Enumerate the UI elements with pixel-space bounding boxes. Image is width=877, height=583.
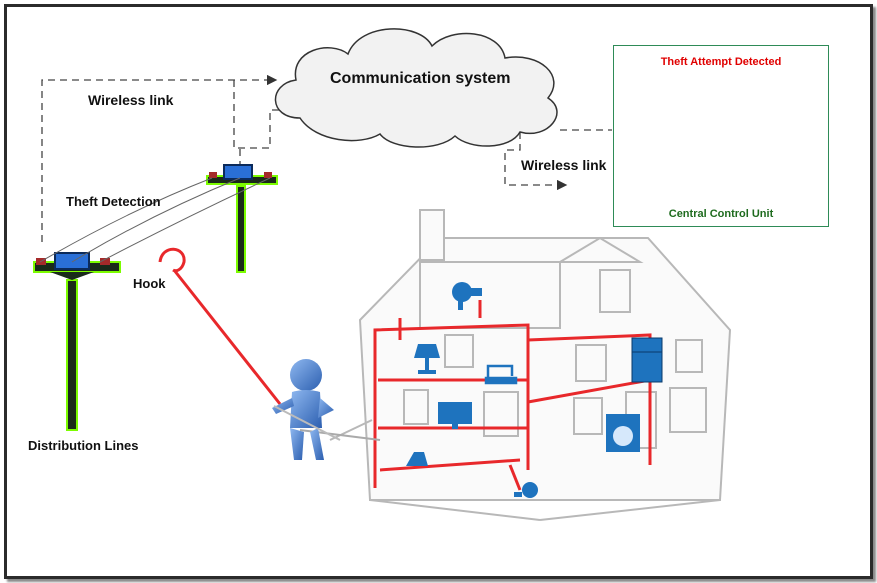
lamp-icon xyxy=(414,344,440,374)
wireless-link-right-line xyxy=(504,120,612,191)
tv-icon xyxy=(438,402,472,429)
distribution-wires xyxy=(39,177,271,263)
distribution-lines-label: Distribution Lines xyxy=(28,438,139,453)
utility-pole-icon xyxy=(206,164,278,273)
hair-dryer-icon xyxy=(452,282,482,310)
sewing-machine-icon xyxy=(484,364,518,385)
theft-alert-text: Theft Attempt Detected xyxy=(660,56,782,68)
hook-label: Hook xyxy=(133,276,166,291)
communication-system-label: Communication system xyxy=(330,70,511,87)
vacuum-cleaner-icon xyxy=(514,482,538,498)
wireless-link-right-label: Wireless link xyxy=(521,157,607,173)
iron-icon xyxy=(406,452,428,466)
central-control-unit-panel: Theft Attempt Detected Central Control U… xyxy=(613,45,829,227)
refrigerator-icon xyxy=(631,337,663,383)
central-control-unit-label: Central Control Unit xyxy=(668,208,774,220)
washing-machine-icon xyxy=(606,414,640,452)
house-icon xyxy=(329,209,732,521)
utility-pole-icon xyxy=(33,252,121,431)
cloud-icon xyxy=(274,28,558,148)
person-icon xyxy=(272,359,341,460)
hook-line xyxy=(158,247,282,405)
wireless-link-left-label: Wireless link xyxy=(88,92,174,108)
theft-detection-label: Theft Detection xyxy=(66,194,161,209)
